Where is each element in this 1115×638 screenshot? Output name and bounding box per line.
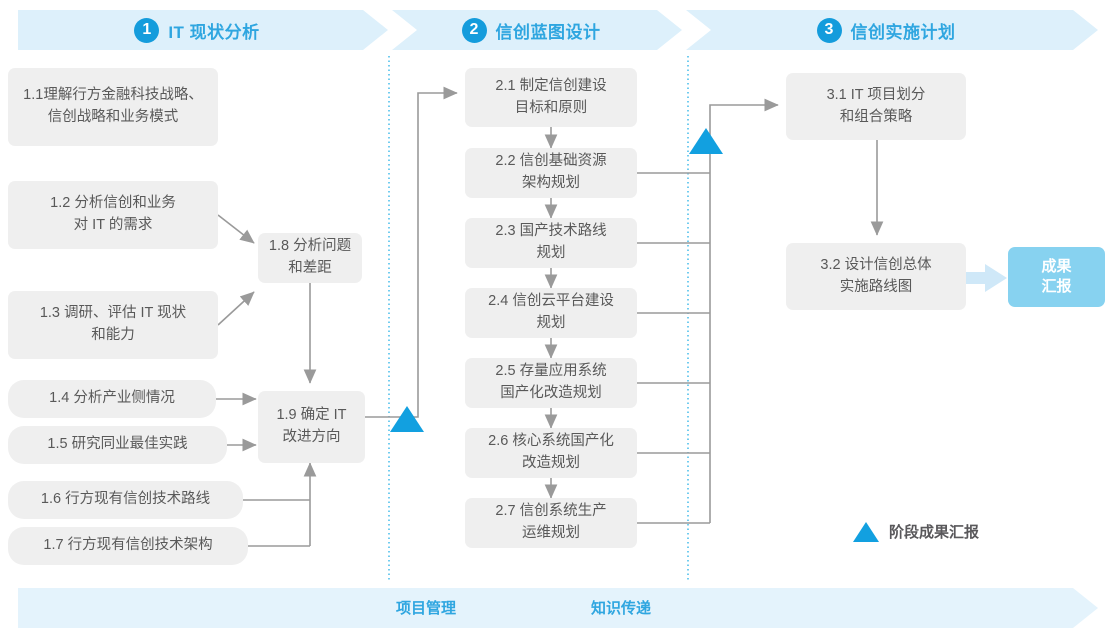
process-box-1-4[interactable]: 1.4 分析产业侧情况 [8,380,216,418]
process-box-1-3-label: 1.3 调研、评估 IT 现状和能力 [39,305,187,343]
process-box-1-3[interactable]: 1.3 调研、评估 IT 现状和能力 [8,291,218,359]
legend-label: 阶段成果汇报 [889,524,980,541]
process-box-2-6[interactable]: 2.6 核心系统国产化改造规划 [465,428,637,478]
process-box-2-7-label: 2.7 信创系统生产运维规划 [495,503,607,541]
process-box-2-6-label: 2.6 核心系统国产化改造规划 [488,433,614,471]
process-box-1-2-label: 1.2 分析信创和业务对 IT 的需求 [50,195,176,233]
phase-number-badge-1: 1 [134,17,160,43]
process-box-2-3-label: 2.3 国产技术路线规划 [495,223,607,261]
process-box-1-7[interactable]: 1.7 行方现有信创技术架构 [8,527,248,565]
process-box-1-1-label: 1.1理解行方金融科技战略、信创战略和业务模式 [23,87,203,125]
phase-band-3: 3 信创实施计划 [686,10,1098,50]
process-box-3-1[interactable]: 3.1 IT 项目划分和组合策略 [786,73,966,140]
bottom-band [18,588,1098,628]
process-box-3-2[interactable]: 3.2 设计信创总体实施路线图 [786,243,966,310]
wire-12-to-18 [217,214,255,244]
bottom-label-knowledge-transfer: 知识传递 [591,600,652,617]
phase-header-1: 1 IT 现状分析 [134,17,260,43]
process-box-1-2[interactable]: 1.2 分析信创和业务对 IT 的需求 [8,181,218,249]
process-box-2-5-label: 2.5 存量应用系统国产化改造规划 [495,363,607,401]
phase-title-1: IT 现状分析 [168,22,260,42]
phase-title-3: 信创实施计划 [850,22,956,42]
process-box-2-4[interactable]: 2.4 信创云平台建设规划 [465,288,637,338]
phase-band-1: 1 IT 现状分析 [18,10,388,50]
wire-19-to-21 [365,86,458,418]
process-box-1-6-label: 1.6 行方现有信创技术路线 [40,491,211,508]
process-box-3-1-label: 3.1 IT 项目划分和组合策略 [826,86,926,125]
process-box-1-8[interactable]: 1.8 分析问题和差距 [258,233,362,283]
result-report-label: 成果汇报 [1041,257,1072,295]
process-box-2-5[interactable]: 2.5 存量应用系统国产化改造规划 [465,358,637,408]
wire-bus-to-31 [709,98,779,523]
process-box-2-3[interactable]: 2.3 国产技术路线规划 [465,218,637,268]
process-box-2-1-label: 2.1 制定信创建设目标和原则 [495,77,607,116]
legend: 阶段成果汇报 [853,521,979,542]
process-box-2-2[interactable]: 2.2 信创基础资源架构规划 [465,148,637,198]
process-box-1-7-label: 1.7 行方现有信创技术架构 [43,537,213,554]
phase-number-badge-3: 3 [816,17,842,43]
process-box-2-4-label: 2.4 信创云平台建设规划 [488,293,614,331]
process-box-1-1[interactable]: 1.1理解行方金融科技战略、信创战略和业务模式 [8,68,218,146]
wire-13-to-18 [217,291,255,326]
process-box-3-2-label: 3.2 设计信创总体实施路线图 [820,256,932,295]
process-box-1-8-label: 1.8 分析问题和差距 [268,238,352,276]
process-box-2-2-label: 2.2 信创基础资源架构规划 [495,153,607,191]
phase-number-badge-2: 2 [461,17,487,43]
process-box-2-1[interactable]: 2.1 制定信创建设目标和原则 [465,68,637,127]
milestone-triangle-phase1 [390,406,424,432]
phase-header-2: 2 信创蓝图设计 [461,17,601,43]
process-box-2-7[interactable]: 2.7 信创系统生产运维规划 [465,498,637,548]
phase-header-3: 3 信创实施计划 [816,17,956,43]
process-box-1-5-label: 1.5 研究同业最佳实践 [47,436,188,453]
phase-band-2: 2 信创蓝图设计 [392,10,682,50]
triangle-up-icon [853,521,879,542]
process-box-1-4-label: 1.4 分析产业侧情况 [49,390,175,407]
process-box-1-5[interactable]: 1.5 研究同业最佳实践 [8,426,227,464]
phase-title-2: 信创蓝图设计 [495,22,601,42]
milestone-triangle-phase2 [689,128,723,154]
process-box-1-6[interactable]: 1.6 行方现有信创技术路线 [8,481,243,519]
result-report-box[interactable]: 成果汇报 [1008,247,1105,307]
bottom-label-project-management: 项目管理 [396,600,457,617]
